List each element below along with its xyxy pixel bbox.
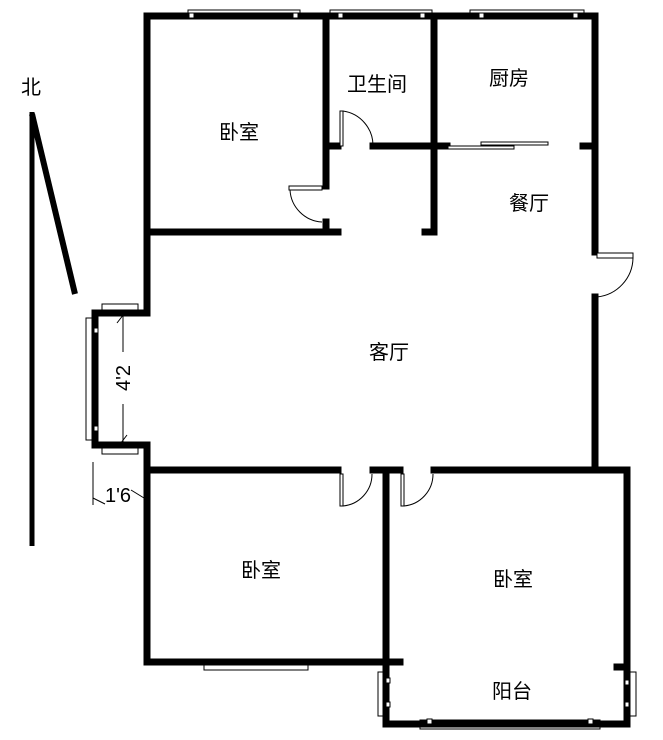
windows bbox=[85, 9, 637, 730]
dimension-bay-depth: 1'6 bbox=[92, 462, 145, 507]
north-arrow: 北 bbox=[21, 75, 78, 546]
walls bbox=[91, 12, 631, 728]
window-frames bbox=[93, 12, 630, 725]
room-label-balcony: 阳台 bbox=[492, 679, 532, 703]
room-label-bathroom: 卫生间 bbox=[347, 72, 407, 96]
dimension-bay-width: 4'2 bbox=[113, 309, 135, 449]
bay-depth-label: 1'6 bbox=[105, 485, 131, 507]
north-label: 北 bbox=[21, 75, 41, 99]
room-label-kitchen: 厨房 bbox=[489, 66, 529, 90]
room-label-bedroom-top: 卧室 bbox=[219, 120, 259, 144]
room-label-living: 客厅 bbox=[369, 340, 409, 364]
room-label-dining: 餐厅 bbox=[509, 191, 549, 215]
room-label-bedroom-bottom-right: 卧室 bbox=[493, 567, 533, 591]
bay-width-label: 4'2 bbox=[113, 365, 135, 391]
room-label-bedroom-bottom-left: 卧室 bbox=[241, 558, 281, 582]
doors bbox=[288, 110, 634, 507]
